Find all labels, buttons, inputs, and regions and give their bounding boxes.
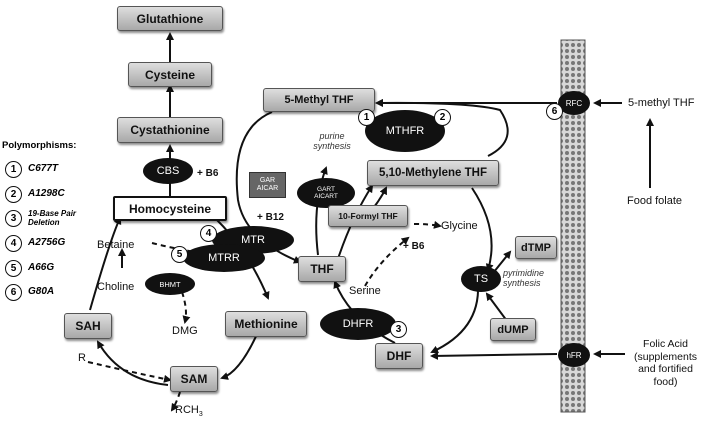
label-b12: + B12 bbox=[257, 212, 284, 223]
polymorphism-value: G80A bbox=[28, 286, 55, 298]
arrow-sah-to-homocysteine bbox=[89, 216, 122, 311]
marker-mthfr-1: 1 bbox=[358, 109, 375, 126]
enzyme-gart-aicart: GART AICART bbox=[297, 178, 355, 208]
node-5-10-methylene-thf: 5,10-Methylene THF bbox=[367, 160, 499, 186]
node-sam: SAM bbox=[170, 366, 218, 392]
label-b6-shmt: + B6 bbox=[403, 241, 425, 252]
polymorphism-number: 6 bbox=[5, 284, 22, 301]
polymorphism-row: 2 A1298C bbox=[5, 186, 65, 203]
node-dump: dUMP bbox=[490, 318, 536, 341]
polymorphism-number: 1 bbox=[5, 161, 22, 178]
polymorphism-value: A1298C bbox=[28, 188, 65, 200]
label-choline: Choline bbox=[97, 281, 135, 293]
label-r: R bbox=[78, 352, 86, 364]
label-b6-cbs: + B6 bbox=[197, 168, 219, 179]
enzyme-gar-aicar: GAR AICAR bbox=[249, 172, 286, 198]
node-methionine: Methionine bbox=[225, 311, 307, 337]
label-pyrimidine-synthesis: pyrimidine synthesis bbox=[503, 268, 545, 289]
polymorphism-row: 5 A66G bbox=[5, 260, 54, 277]
label-purine-synthesis: purine synthesis bbox=[313, 131, 351, 152]
enzyme-bhmt: BHMT bbox=[145, 273, 195, 295]
transporter-rfc: RFC bbox=[558, 91, 590, 115]
label-dmg: DMG bbox=[172, 325, 198, 337]
label-rch3-base: RCH bbox=[175, 404, 199, 416]
label-rch3: RCH3 bbox=[175, 404, 203, 418]
marker-mtrr-5: 5 bbox=[171, 246, 188, 263]
label-glycine: Glycine bbox=[441, 220, 478, 232]
polymorphism-value: A2756G bbox=[28, 237, 66, 249]
dashed-to-glycine bbox=[413, 220, 442, 229]
node-10-formyl-thf: 10-Formyl THF bbox=[328, 205, 408, 227]
node-dhf: DHF bbox=[375, 343, 423, 369]
polymorphism-row: 4 A2756G bbox=[5, 235, 65, 252]
label-serine: Serine bbox=[349, 285, 381, 297]
enzyme-mtrr: MTRR bbox=[183, 244, 265, 272]
dashed-bhmt-to-dmg bbox=[181, 291, 191, 324]
arrow-methylene-to-ts bbox=[471, 187, 494, 272]
label-folic-acid: Folic Acid (supplements and fortified fo… bbox=[633, 338, 698, 388]
enzyme-cbs: CBS bbox=[143, 158, 193, 184]
enzyme-dhfr: DHFR bbox=[320, 308, 396, 340]
polymorphism-number: 5 bbox=[5, 260, 22, 277]
polymorphism-row: 6 G80A bbox=[5, 284, 54, 301]
arrow-hfr-to-dhf bbox=[430, 351, 558, 360]
node-5-methyl-thf: 5-Methyl THF bbox=[263, 88, 375, 112]
marker-dhfr-3: 3 bbox=[390, 321, 407, 338]
label-5-methyl-thf-source: 5-methyl THF bbox=[628, 97, 695, 109]
node-glutathione: Glutathione bbox=[117, 6, 223, 31]
node-cystathionine: Cystathionine bbox=[117, 117, 223, 143]
marker-rfc-6: 6 bbox=[546, 103, 563, 120]
marker-mthfr-2: 2 bbox=[434, 109, 451, 126]
enzyme-mthfr: MTHFR bbox=[365, 110, 445, 152]
node-homocysteine: Homocysteine bbox=[113, 196, 227, 221]
polymorphism-number: 2 bbox=[5, 186, 22, 203]
polymorphism-row: 3 19-Base Pair Deletion bbox=[5, 209, 92, 227]
polymorphism-row: 1 C677T bbox=[5, 161, 58, 178]
node-cysteine: Cysteine bbox=[128, 62, 212, 87]
polymorphisms-title: Polymorphisms: bbox=[2, 140, 77, 151]
polymorphism-value: C677T bbox=[28, 163, 59, 175]
label-betaine: Betaine bbox=[97, 239, 135, 251]
polymorphism-value: A66G bbox=[28, 262, 55, 274]
label-rch3-subscript: 3 bbox=[198, 411, 203, 419]
dashed-r bbox=[87, 361, 172, 383]
arrow-thf-to-purine bbox=[315, 166, 328, 256]
node-sah: SAH bbox=[64, 313, 112, 339]
arrow-sam-to-sah bbox=[96, 340, 169, 386]
arrow-ts-to-dhf bbox=[430, 284, 480, 354]
marker-mtr-4: 4 bbox=[200, 225, 217, 242]
arrow-methionine-to-sam bbox=[220, 331, 259, 380]
polymorphism-number: 4 bbox=[5, 235, 22, 252]
dashed-to-rch3 bbox=[170, 391, 181, 412]
node-thf: THF bbox=[298, 256, 346, 282]
polymorphism-number: 3 bbox=[5, 210, 22, 227]
enzyme-ts: TS bbox=[461, 266, 501, 292]
dashed-serine bbox=[364, 236, 410, 287]
node-dtmp: dTMP bbox=[515, 236, 557, 259]
polymorphism-value: 19-Base Pair Deletion bbox=[28, 209, 77, 227]
label-food-folate: Food folate bbox=[627, 195, 683, 207]
transporter-hfr: hFR bbox=[558, 343, 590, 367]
